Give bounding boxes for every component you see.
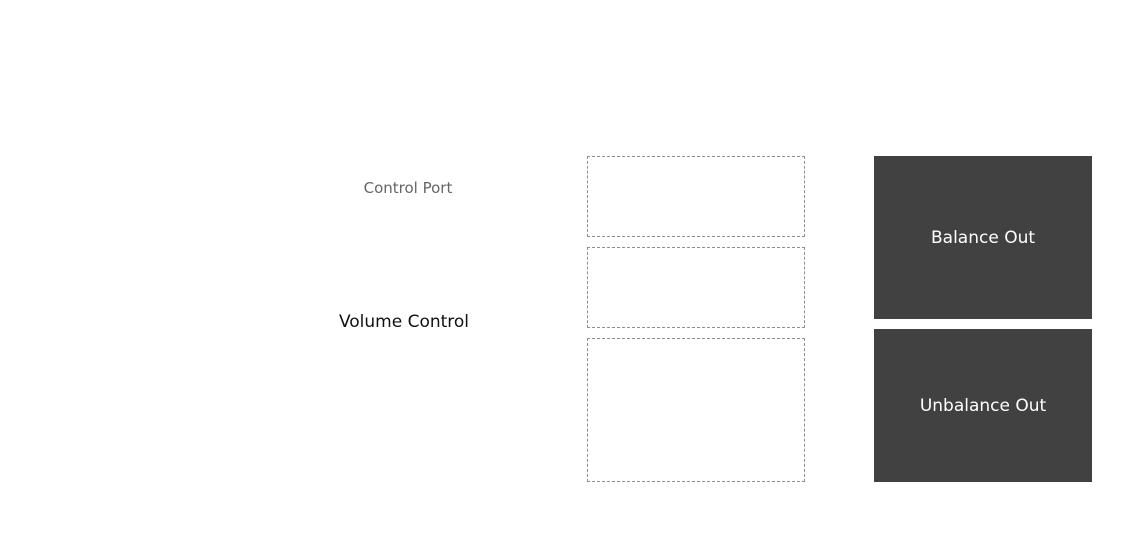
unbalance-out-label: Unbalance Out <box>919 395 1047 416</box>
dashed-placeholder-box-top <box>587 156 805 237</box>
balance-out-block: Balance Out <box>874 156 1092 319</box>
balance-out-label: Balance Out <box>930 227 1036 248</box>
volume-control-label: Volume Control <box>338 312 470 332</box>
control-port-label: Control Port <box>363 179 453 197</box>
unbalance-out-block: Unbalance Out <box>874 329 1092 482</box>
dashed-placeholder-box-bottom <box>587 338 805 482</box>
dashed-placeholder-box-middle <box>587 247 805 328</box>
